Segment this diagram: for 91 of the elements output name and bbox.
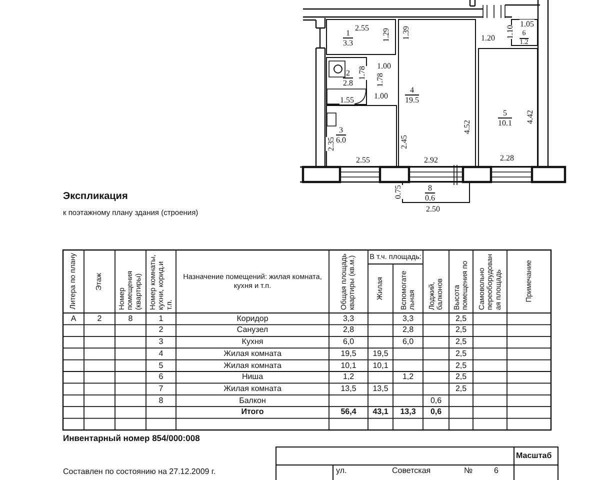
- room-outline: [398, 19, 476, 167]
- table-cell-text: Итого: [241, 408, 264, 417]
- table-cell-text: 56,4: [340, 408, 356, 417]
- table-cell-text: 19,5: [372, 350, 388, 358]
- table-cell-text: 2,8: [402, 326, 414, 335]
- table-cell-text: 8: [158, 396, 164, 405]
- table-cell-text: 2,5: [455, 384, 467, 394]
- table-cell-text: 43,1: [372, 408, 388, 417]
- dimension-label: 2.55: [356, 156, 370, 164]
- table-cell-text: 19,5: [340, 350, 356, 358]
- table-cell-text: Жилая комната: [224, 350, 282, 358]
- room-number: 3: [336, 126, 346, 136]
- dimension-label: 2.55: [354, 24, 370, 32]
- table-cell-text: 6: [158, 373, 164, 382]
- table-cell-text: 2,5: [455, 326, 467, 335]
- table-cell-text: 6,0: [402, 338, 414, 346]
- room-number: 1: [343, 28, 353, 38]
- room-area: 19.5: [405, 96, 419, 104]
- room-area: 10.1: [498, 118, 512, 128]
- dimension-label: 2.28: [500, 154, 514, 162]
- dimension-label: 1.78: [357, 66, 367, 80]
- table-cell-text: 4: [158, 350, 164, 358]
- dimension-label: 2.45: [399, 135, 409, 149]
- table-cell-text: 0,6: [430, 408, 442, 417]
- table-cell-text: Коридор: [236, 314, 268, 323]
- dimension-label: 1.00: [376, 62, 392, 70]
- room-outline: [478, 48, 538, 167]
- table-cell-text: 6,0: [342, 338, 354, 346]
- compiled-date-note: Составлен по состоянию на 27.12.2009 г.: [63, 467, 216, 476]
- table-cell-text: 2: [97, 314, 102, 323]
- table-cell-text: 1: [158, 314, 164, 323]
- address-text: 6: [494, 466, 498, 475]
- table-cell-text: Жилая комната: [224, 384, 282, 394]
- table-cell-text: 10,1: [340, 362, 356, 370]
- table-cell-text: А: [70, 314, 76, 323]
- table-cell-text: 2,5: [455, 373, 467, 382]
- room-number: 5: [498, 108, 512, 118]
- table-cell-text: 2,5: [455, 338, 467, 346]
- scale-heading: Масштаб: [516, 451, 552, 460]
- room-number: 8: [425, 184, 435, 194]
- room-area: 0.6: [425, 194, 435, 202]
- table-cell-text: 2: [158, 326, 164, 335]
- dimension-label: 1.29: [381, 28, 391, 42]
- dimension-label: 1.78: [375, 73, 385, 87]
- address-text: Советская: [392, 466, 431, 475]
- table-cell-text: 5: [158, 362, 164, 370]
- table-cell-text: 2,5: [455, 362, 467, 370]
- dimension-label: 0.75: [393, 185, 403, 199]
- dimension-label: 1.00: [374, 92, 388, 100]
- room-outline: [326, 105, 397, 167]
- room-area: 2.8: [343, 78, 353, 88]
- inventory-number: Инвентарный номер 854/000:008: [63, 433, 200, 443]
- room-outline: [402, 181, 470, 203]
- dimension-label: 1.05: [520, 20, 534, 28]
- table-cell-text: 2,8: [342, 326, 354, 335]
- dimension-label: 2.92: [424, 156, 438, 164]
- table-cell-text: 13,5: [340, 384, 356, 394]
- table-cell-text: 13,5: [372, 384, 388, 394]
- room-area: 3.3: [343, 38, 353, 48]
- dimension-label: 4.42: [525, 110, 535, 124]
- dimension-label: 1.39: [401, 26, 411, 40]
- dimension-label: 2.35: [326, 137, 336, 151]
- room-area: 6.0: [336, 136, 346, 144]
- table-cell-text: 10,1: [372, 362, 388, 370]
- table-cell-text: 3,3: [342, 314, 354, 323]
- room-outline: [326, 19, 396, 55]
- table-cell-text: 8: [128, 314, 133, 323]
- table-cell-text: Ниша: [242, 373, 264, 382]
- table-cell-text: 1,2: [402, 373, 414, 382]
- heading: Экспликация: [63, 191, 128, 202]
- table-cell-text: 13,3: [400, 408, 416, 417]
- dimension-label: 1.20: [480, 34, 496, 42]
- table-cell-text: 3: [158, 338, 164, 346]
- address-text: №: [464, 466, 473, 475]
- dimension-label: 2.50: [426, 204, 440, 214]
- table-cell-text: Кухня: [242, 338, 264, 346]
- table-cell-text: 0,6: [430, 396, 442, 405]
- table-cell-text: Санузел: [236, 326, 268, 335]
- table-cell-text: 7: [158, 384, 164, 394]
- table-cell-text: Балкон: [239, 396, 266, 405]
- table-cell-text: 2,5: [455, 314, 467, 323]
- dimension-label: 1.10: [505, 25, 515, 39]
- room-number: 4: [405, 86, 419, 96]
- table-cell-text: 2,5: [455, 350, 467, 358]
- room-number: 2: [343, 68, 353, 78]
- table-cell-text: 1,2: [342, 373, 354, 382]
- dimension-label: 1.55: [340, 96, 354, 104]
- dimension-label: 4.52: [462, 120, 472, 134]
- table-cell-text: 3,3: [402, 314, 414, 323]
- address-text: ул.: [336, 466, 347, 475]
- table-cell-text: Жилая комната: [224, 362, 282, 370]
